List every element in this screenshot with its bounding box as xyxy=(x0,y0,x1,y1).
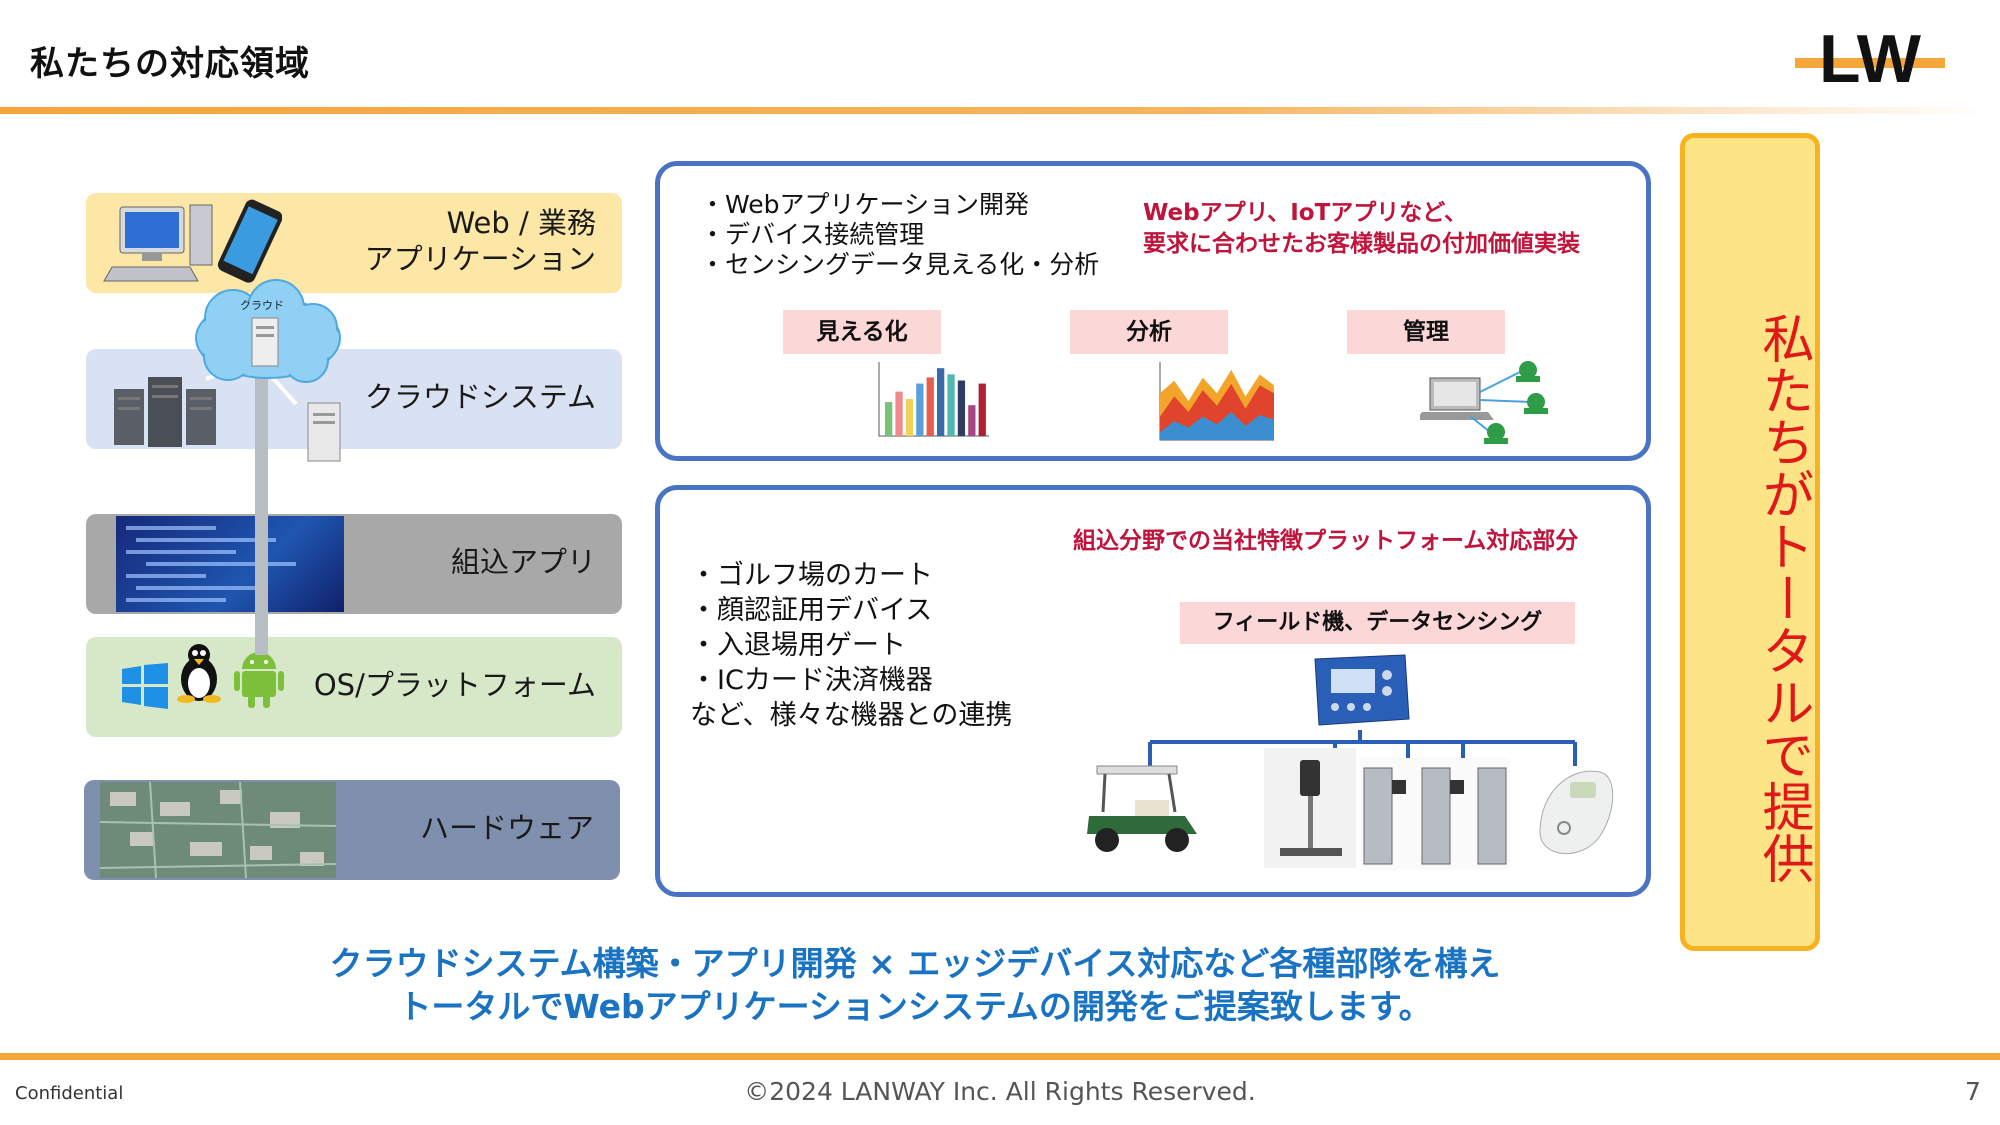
header-divider xyxy=(0,107,1990,114)
bar-chart-bar xyxy=(978,383,986,436)
footer-divider xyxy=(0,1053,2000,1060)
linux-penguin-icon xyxy=(177,644,221,703)
bar-chart-bar xyxy=(905,399,914,436)
area-chart-series xyxy=(1160,383,1274,440)
bar-chart xyxy=(878,362,989,437)
small-server-icon xyxy=(307,402,341,462)
tag-management: 管理 xyxy=(1347,310,1505,354)
layer-web-application: Web / 業務 アプリケーション xyxy=(86,193,622,293)
panel-embedded-devices: ・ゴルフ場のカート ・顔認証用デバイス ・入退場用ゲート ・ICカード決済機器 … xyxy=(655,485,1651,897)
bottom-bullet: ・ICカード決済機器 xyxy=(690,665,933,696)
entry-gate-icon xyxy=(1360,758,1510,870)
tag-field-sensing: フィールド機、データセンシング xyxy=(1180,602,1575,644)
laptop-robot-arms-icon xyxy=(1420,361,1548,444)
bar-chart-bar xyxy=(916,383,924,436)
top-panel-bullets: ・Webアプリケーション開発 ・デバイス接続管理 ・センシングデータ見える化・分… xyxy=(700,190,1099,280)
tag-visualization: 見える化 xyxy=(783,310,941,354)
golf-cart-icon xyxy=(1087,765,1197,852)
bar-chart-bar xyxy=(947,374,955,436)
face-recognition-device-icon xyxy=(1264,748,1356,868)
bottom-bullet: ・入退場用ゲート xyxy=(690,630,906,661)
copyright-text: ©2024 LANWAY Inc. All Rights Reserved. xyxy=(744,1077,1256,1106)
confidential-label: Confidential xyxy=(15,1083,124,1104)
layer-hardware: ハードウェア xyxy=(84,780,620,880)
ic-card-reader-icon xyxy=(1539,770,1614,854)
bottom-bullet: ・ゴルフ場のカート xyxy=(690,560,933,591)
layer-embedded-app: 組込アプリ xyxy=(86,514,622,614)
bar-chart-bar xyxy=(937,368,945,436)
bar-chart-bar xyxy=(968,405,976,436)
field-device-icon xyxy=(1314,654,1410,726)
layer-web-label: Web / 業務 アプリケーション xyxy=(365,205,596,277)
windows-icon xyxy=(122,663,168,709)
company-logo: LW xyxy=(1795,21,1945,90)
summary-line: クラウドシステム構築・アプリ開発 × エッジデバイス対応など各種部隊を構え xyxy=(329,944,1501,983)
top-bullet: ・デバイス接続管理 xyxy=(700,220,925,249)
bottom-panel-note: 組込分野での当社特徴プラットフォーム対応部分 xyxy=(1073,528,1579,554)
top-note-line: Webアプリ、IoTアプリなど、 xyxy=(1143,200,1468,226)
code-screen-image xyxy=(116,516,344,612)
logo-text: LW xyxy=(1819,21,1922,90)
top-note-line: 要求に合わせたお客様製品の付加価値実装 xyxy=(1143,231,1580,257)
bottom-panel-bullets: ・ゴルフ場のカート ・顔認証用デバイス ・入退場用ゲート ・ICカード決済機器 … xyxy=(690,558,1012,733)
bar-chart-bar xyxy=(895,391,903,436)
layer-embedded-label: 組込アプリ xyxy=(450,545,596,579)
bar-chart-bar xyxy=(926,377,934,436)
bottom-bullet: ・顔認証用デバイス xyxy=(690,595,933,626)
page-number: 7 xyxy=(1965,1077,1981,1106)
layer-os-platform: OS/プラットフォーム xyxy=(86,637,622,737)
circuit-board-image xyxy=(100,782,336,878)
layer-os-label: OS/プラットフォーム xyxy=(313,668,596,702)
layer-cloud-system: クラウドシステム xyxy=(86,347,622,462)
top-panel-note: Webアプリ、IoTアプリなど、 要求に合わせたお客様製品の付加価値実装 xyxy=(1143,198,1580,260)
top-bullet: ・Webアプリケーション開発 xyxy=(700,190,1030,219)
bottom-bullet: など、様々な機器との連携 xyxy=(690,700,1013,731)
layer-cloud-label: クラウドシステム xyxy=(364,380,596,414)
bar-chart-bar xyxy=(885,402,893,436)
page-title: 私たちの対応領域 xyxy=(30,44,310,84)
bar-chart-bar xyxy=(957,380,966,436)
cloud-icon: クラウド xyxy=(195,279,341,383)
vertical-connector xyxy=(255,360,268,655)
cloud-icon-label: クラウド xyxy=(240,299,284,312)
pc-phone-icon xyxy=(103,199,282,283)
panel-web-iot: ・Webアプリケーション開発 ・デバイス接続管理 ・センシングデータ見える化・分… xyxy=(655,161,1651,461)
android-icon xyxy=(234,652,284,708)
area-chart xyxy=(1159,362,1274,441)
side-banner-text: 私たちがトータルで提供 xyxy=(1753,312,1813,884)
side-banner: 私たちがトータルで提供 xyxy=(1680,133,1820,951)
summary-line: トータルでWebアプリケーションシステムの開発をご提案致します。 xyxy=(398,987,1432,1026)
area-chart-series xyxy=(1160,411,1274,440)
top-bullet: ・センシングデータ見える化・分析 xyxy=(700,250,1100,279)
layer-hardware-label: ハードウェア xyxy=(419,811,594,845)
tag-analysis: 分析 xyxy=(1070,310,1228,354)
layer-web-text: Web / 業務 アプリケーション xyxy=(364,206,596,276)
